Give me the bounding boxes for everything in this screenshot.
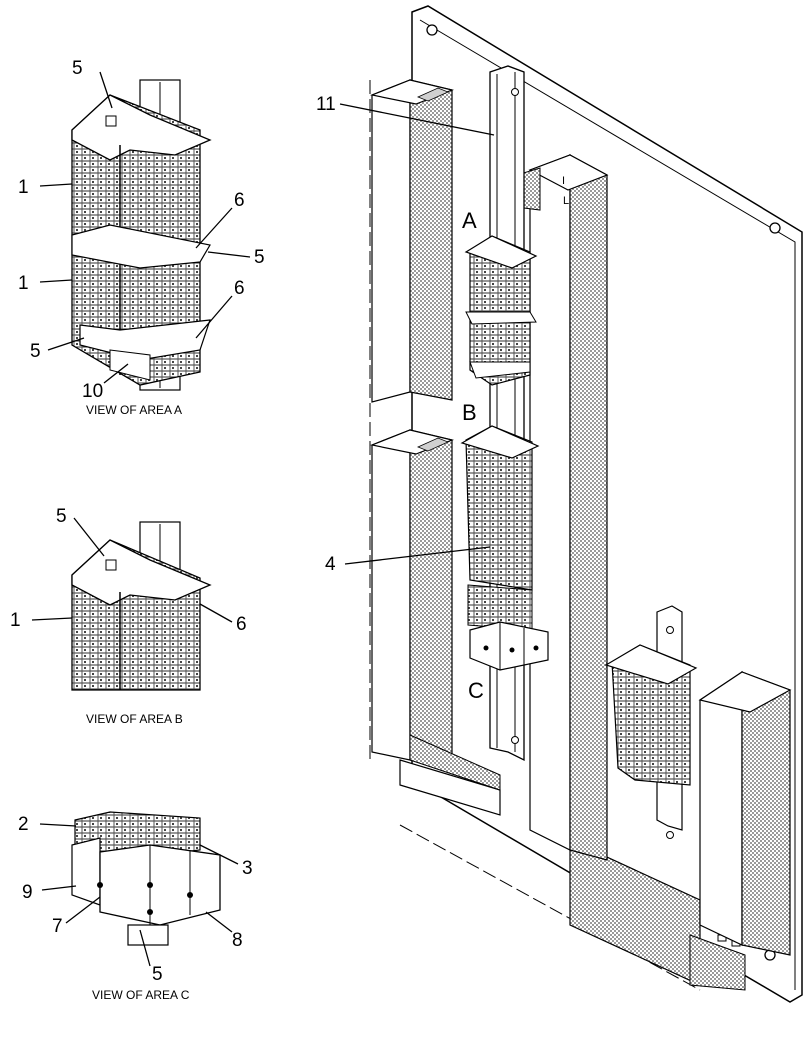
area-label-a: A [462,208,477,233]
wire-duct-right [698,670,792,956]
callout-2-c: 2 [18,814,29,835]
svg-text:I: I [562,175,565,187]
wire-duct-bottom [399,734,746,991]
wire-duct-lower-left [369,429,455,766]
callout-5-b: 5 [56,506,67,527]
leader-11 [339,103,495,136]
callout-10-a: 10 [82,381,103,402]
callout-4: 4 [325,554,336,575]
callout-1-a-top: 1 [18,177,29,198]
callout-6-a-top: 6 [234,190,245,211]
terminal-group-area-c [469,621,549,671]
area-label-b: B [462,400,477,425]
callout-6-b: 6 [236,614,247,635]
detail-view-area-a [71,79,212,391]
callout-3-c: 3 [242,858,253,879]
terminal-group-area-b [460,425,540,631]
detail-view-area-b [71,521,212,691]
detail-view-area-c [71,811,221,946]
caption-view-b: VIEW OF AREA B [86,712,183,726]
callout-7-c: 7 [52,916,63,937]
callout-8-c: 8 [232,930,243,951]
callout-11: 11 [316,94,336,115]
callout-6-a-bottom: 6 [234,278,245,299]
caption-view-c: VIEW OF AREA C [92,988,190,1002]
callout-5-a-right: 5 [254,247,265,268]
callout-5-a-top: 5 [72,58,83,79]
wire-duct-upper-left [369,79,455,403]
terminal-group-area-a [464,235,538,386]
callout-1-a-bottom: 1 [18,273,29,294]
leader-4 [344,546,491,565]
svg-text:L: L [563,195,569,207]
caption-view-a: VIEW OF AREA A [86,403,182,417]
callout-1-b: 1 [10,610,21,631]
callout-5-c: 5 [152,964,163,985]
area-label-c: C [468,678,484,703]
callout-9-c: 9 [22,882,33,903]
callout-5-a-left: 5 [30,341,41,362]
main-panel-assembly: I L [369,5,803,1003]
terminal-group-right [604,644,698,786]
